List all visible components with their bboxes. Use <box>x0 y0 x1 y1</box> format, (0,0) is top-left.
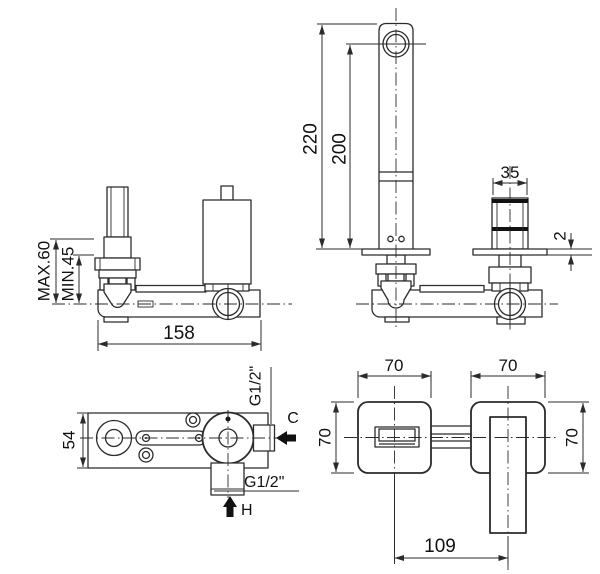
handle-band-mid <box>492 227 528 231</box>
dim-plate-thickness-label: 2 <box>551 231 570 240</box>
handle-band-top <box>492 199 528 203</box>
front-body-top-plate <box>419 284 485 293</box>
dim-left-plate-width-label: 70 <box>385 356 404 375</box>
dim-max-depth-label: MAX.60 <box>35 241 54 301</box>
dim-left-plate-height-label: 70 <box>316 428 335 447</box>
dim-body-width-label: 158 <box>163 323 195 344</box>
body-top-plate <box>135 284 207 293</box>
spout-screw-left <box>387 235 394 243</box>
front-view: 220 200 35 2 <box>301 8 592 330</box>
spout-pipe <box>106 186 129 238</box>
spout-opening-inner <box>378 428 416 442</box>
hot-label: H <box>241 502 253 519</box>
cold-arrow-icon <box>276 431 296 445</box>
dim-body-depth-label: 54 <box>60 431 79 450</box>
hot-arrow-icon <box>223 496 237 517</box>
dim-total-height-label: 220 <box>301 123 322 155</box>
dim-right-plate-height-label: 70 <box>563 428 582 447</box>
cartridge-stem <box>220 185 234 201</box>
spout-screw-right <box>398 235 405 243</box>
pipe-flange <box>94 257 141 271</box>
inlet-funnel <box>103 283 132 309</box>
side-view: MAX.60 MIN.45 158 <box>35 185 292 351</box>
trim-view: 70 70 70 70 109 <box>316 356 589 570</box>
dim-right-plate-width-label: 70 <box>499 356 518 375</box>
dim-min-depth-label: MIN.45 <box>59 247 78 302</box>
cold-label: C <box>287 410 299 427</box>
dim-outlet-height-label: 200 <box>330 133 351 165</box>
cold-thread-label: G1/2" <box>248 366 265 406</box>
hot-thread-label: G1/2" <box>244 474 284 491</box>
bracket-tab <box>108 277 127 285</box>
mount-tab-bottom <box>138 447 154 463</box>
front-body-foot <box>384 316 410 323</box>
cartridge-housing <box>202 199 252 285</box>
mount-tab-top <box>185 412 201 428</box>
hot-inlet-stub <box>210 462 245 496</box>
dim-center-distance-label: 109 <box>424 536 456 557</box>
spout-pipe-lower <box>103 236 132 259</box>
body-foot <box>103 316 129 323</box>
top-view: 54 G1/2" C G1/2" H <box>60 366 299 519</box>
mounting-bracket <box>98 269 137 279</box>
spout-opening-outer <box>374 426 420 448</box>
dim-handle-width-label: 35 <box>501 163 520 182</box>
